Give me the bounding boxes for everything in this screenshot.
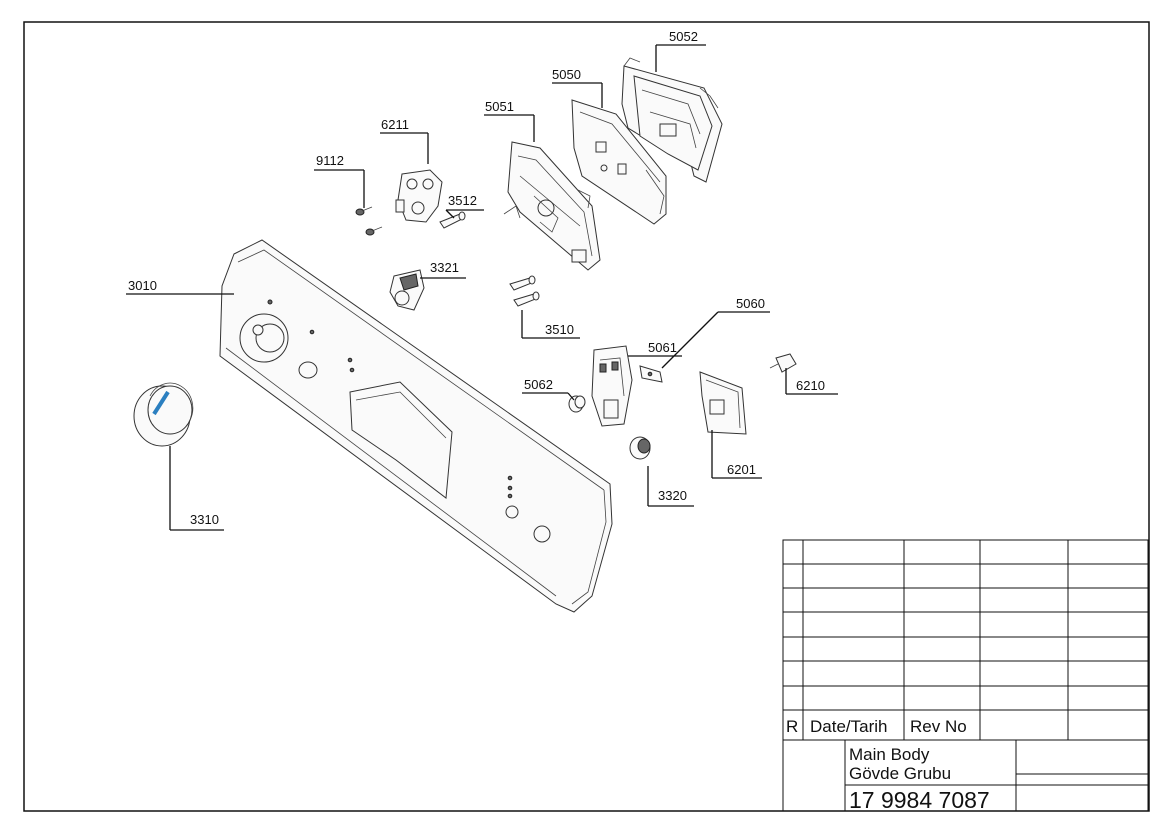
part-5051-frame [503, 141, 601, 271]
title-block-part-number: 17 9984 7087 [849, 787, 990, 813]
part-3321-switch [389, 269, 425, 311]
label-3512: 3512 [448, 193, 477, 208]
part-5060-clip [639, 365, 663, 383]
part-3320-small-knob [629, 436, 651, 460]
label-5062: 5062 [524, 377, 553, 392]
label-5050: 5050 [552, 67, 581, 82]
part-3010-control-panel [219, 239, 613, 613]
part-5062-cap [568, 395, 586, 413]
part-3512-bolt [439, 211, 466, 229]
label-9112: 9112 [316, 153, 344, 168]
part-6201-cover [699, 371, 747, 435]
part-3510-bolts [509, 275, 540, 307]
label-5061: 5061 [648, 340, 677, 355]
leader-lines [126, 44, 838, 531]
label-6210: 6210 [796, 378, 825, 393]
title-block-title-line2: Gövde Grubu [849, 764, 951, 783]
part-5050-plate [571, 99, 667, 225]
part-6211-valve [395, 169, 443, 223]
label-5051: 5051 [485, 99, 514, 114]
label-5052: 5052 [669, 29, 698, 44]
part-3310-knob [133, 382, 194, 447]
label-3320: 3320 [658, 488, 687, 503]
title-block-date-header: Date/Tarih [810, 717, 887, 736]
drawing-frame [23, 21, 1150, 812]
part-5061-module [591, 345, 633, 427]
part-5052-bracket [621, 57, 723, 183]
knob-indicator [152, 390, 170, 416]
title-block-revno-header: Rev No [910, 717, 967, 736]
label-3010: 3010 [128, 278, 157, 293]
label-6211: 6211 [381, 117, 409, 132]
label-3321: 3321 [430, 260, 459, 275]
part-6210-switch [769, 353, 797, 373]
title-block-rev-header: R [786, 717, 798, 736]
label-6201: 6201 [727, 462, 756, 477]
label-3510: 3510 [545, 322, 574, 337]
label-5060: 5060 [736, 296, 765, 311]
title-block-title-line1: Main Body [849, 745, 930, 764]
label-3310: 3310 [190, 512, 219, 527]
title-block [782, 539, 1149, 812]
part-9112-screws [355, 206, 383, 236]
